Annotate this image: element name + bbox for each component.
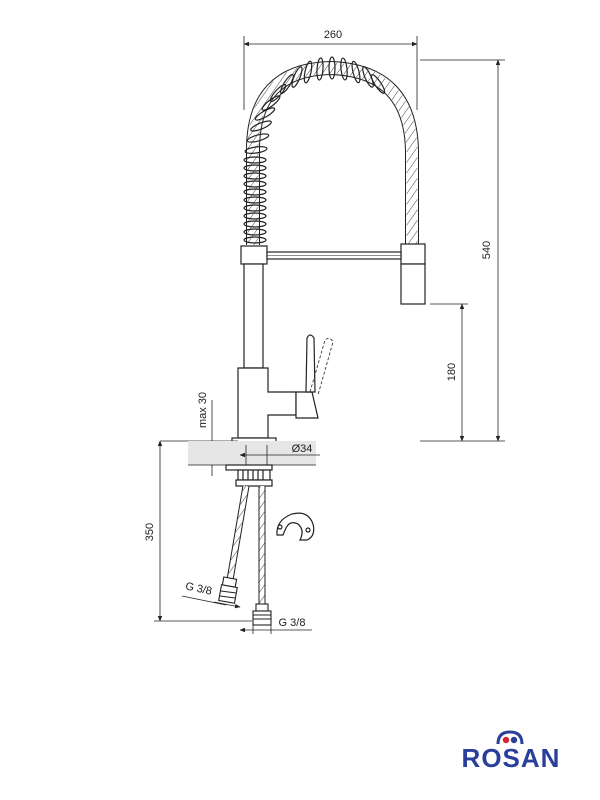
dim-label-height-spout: 180 [446, 363, 458, 381]
dim-label-height-total: 540 [481, 241, 493, 259]
dim-label-width: 260 [324, 29, 342, 41]
mounting-shank [225, 464, 273, 487]
dim-label-diameter: Ø34 [292, 443, 313, 455]
countertop [188, 441, 316, 466]
dimension-350: 350 [144, 440, 252, 622]
dimension-diameter: Ø34 [239, 443, 320, 465]
faucet-body [231, 243, 426, 444]
clamp-plate [276, 512, 315, 541]
dimension-height-540: 540 [420, 59, 505, 442]
dimension-height-180: 180 [430, 303, 468, 442]
supply-hoses [218, 485, 272, 626]
dim-label-max: max 30 [197, 392, 209, 428]
logo-mark-icon [496, 730, 524, 745]
brand-logo: ROSAN [452, 728, 570, 774]
dimension-width-260: 260 [243, 29, 418, 110]
brand-name: ROSAN [461, 743, 561, 773]
thread-callout-bottom: G 3/8 [239, 617, 312, 634]
spring-hose [243, 56, 419, 245]
spring-coils [243, 56, 386, 244]
thread-callout-left: G 3/8 [181, 580, 241, 609]
dim-label-thread-bottom: G 3/8 [279, 617, 306, 629]
dim-label-thread-left: G 3/8 [184, 580, 213, 597]
dim-label-below: 350 [144, 523, 156, 541]
